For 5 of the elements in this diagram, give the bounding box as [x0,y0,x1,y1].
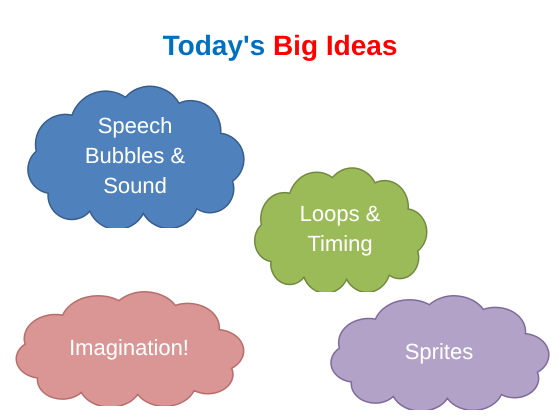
cloud-text: Speech Bubbles & Sound [84,112,186,200]
cloud-text: Loops & Timing [298,200,382,258]
cloud-text: Imagination! [68,334,190,362]
cloud-text: Sprites [404,338,474,366]
title: Today's Big Ideas [162,30,398,61]
